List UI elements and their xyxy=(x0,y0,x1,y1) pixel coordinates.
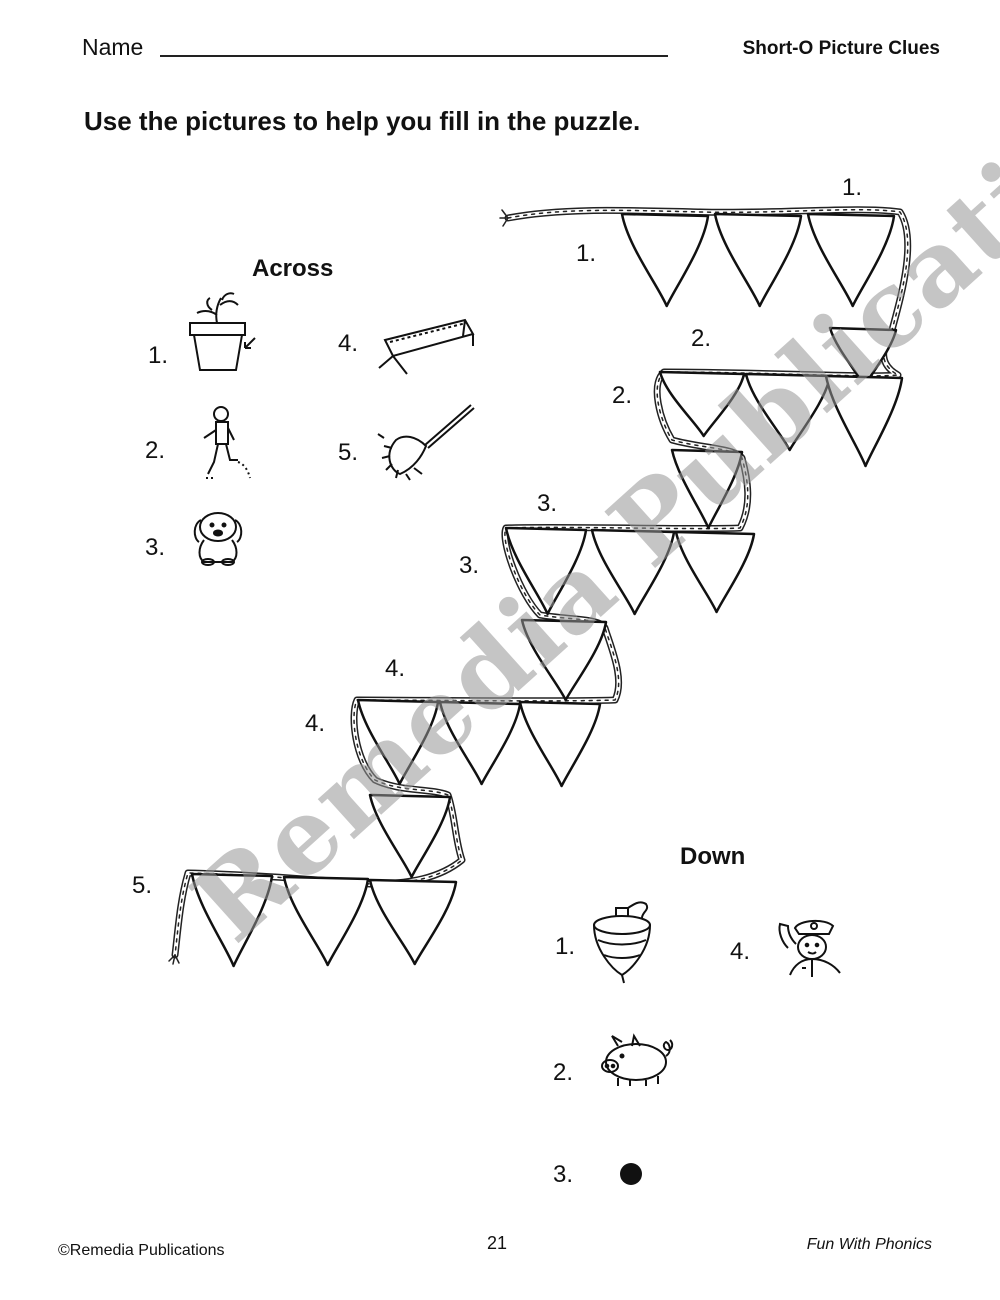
pennant-box[interactable] xyxy=(282,875,370,967)
pennant-box[interactable] xyxy=(438,700,522,786)
pennant-box[interactable] xyxy=(368,793,452,879)
down-clue-1-number: 1. xyxy=(555,933,576,960)
puzzle-across-number-2: 2. xyxy=(612,382,633,409)
spinning-top-icon xyxy=(593,901,651,984)
dog-icon xyxy=(193,512,243,566)
pennant-box[interactable] xyxy=(824,374,904,468)
pennant-box[interactable] xyxy=(520,618,608,702)
puzzle-down-number-2: 2. xyxy=(691,325,712,352)
pennant-box[interactable] xyxy=(504,526,588,616)
flower-pot-icon xyxy=(189,292,256,371)
puzzle-across-number-3: 3. xyxy=(459,552,480,579)
copyright: ©Remedia Publications xyxy=(58,1242,225,1259)
down-heading: Down xyxy=(680,843,746,870)
jogging-boy-icon xyxy=(203,406,251,479)
pennant-box[interactable] xyxy=(356,698,440,786)
pennant-box[interactable] xyxy=(670,448,744,530)
across-clue-5-number: 5. xyxy=(338,439,359,466)
pennant-box[interactable] xyxy=(518,700,602,788)
dot-icon xyxy=(620,1163,642,1185)
police-officer-icon xyxy=(778,920,841,977)
hog-icon xyxy=(601,1033,674,1086)
across-clue-3-number: 3. xyxy=(145,534,166,561)
pennant-box[interactable] xyxy=(658,370,746,438)
pennant-box[interactable] xyxy=(368,878,458,966)
pennant-box[interactable] xyxy=(620,212,710,308)
pennant-box[interactable] xyxy=(713,212,803,308)
pennant-box[interactable] xyxy=(806,212,896,308)
worksheet-title: Short-O Picture Clues xyxy=(742,38,940,59)
mop-icon xyxy=(377,404,475,481)
down-clue-3-number: 3. xyxy=(553,1161,574,1188)
pennant-box[interactable] xyxy=(590,528,676,616)
puzzle-down-number-4: 4. xyxy=(385,655,406,682)
across-heading: Across xyxy=(252,255,334,282)
name-label: Name xyxy=(82,34,144,60)
instructions: Use the pictures to help you fill in the… xyxy=(84,106,641,136)
across-clue-2-number: 2. xyxy=(145,437,166,464)
pennant-boxes[interactable] xyxy=(190,212,904,968)
page-number: 21 xyxy=(487,1233,508,1253)
pennant-box[interactable] xyxy=(744,372,832,452)
name-write-line[interactable] xyxy=(160,55,668,57)
down-clue-2-number: 2. xyxy=(553,1059,574,1086)
pennant-box[interactable] xyxy=(190,872,274,968)
across-clue-1-number: 1. xyxy=(148,342,169,369)
cot-icon xyxy=(378,318,475,375)
down-clue-4-number: 4. xyxy=(730,938,751,965)
puzzle-down-number-1: 1. xyxy=(842,174,863,201)
pennant-box[interactable] xyxy=(674,530,756,614)
puzzle-across-number-4: 4. xyxy=(305,710,326,737)
book-title: Fun With Phonics xyxy=(806,1236,932,1253)
puzzle-down-number-3: 3. xyxy=(537,490,558,517)
puzzle-across-number-1: 1. xyxy=(576,240,597,267)
puzzle-across-number-5: 5. xyxy=(132,872,153,899)
across-clue-4-number: 4. xyxy=(338,330,359,357)
